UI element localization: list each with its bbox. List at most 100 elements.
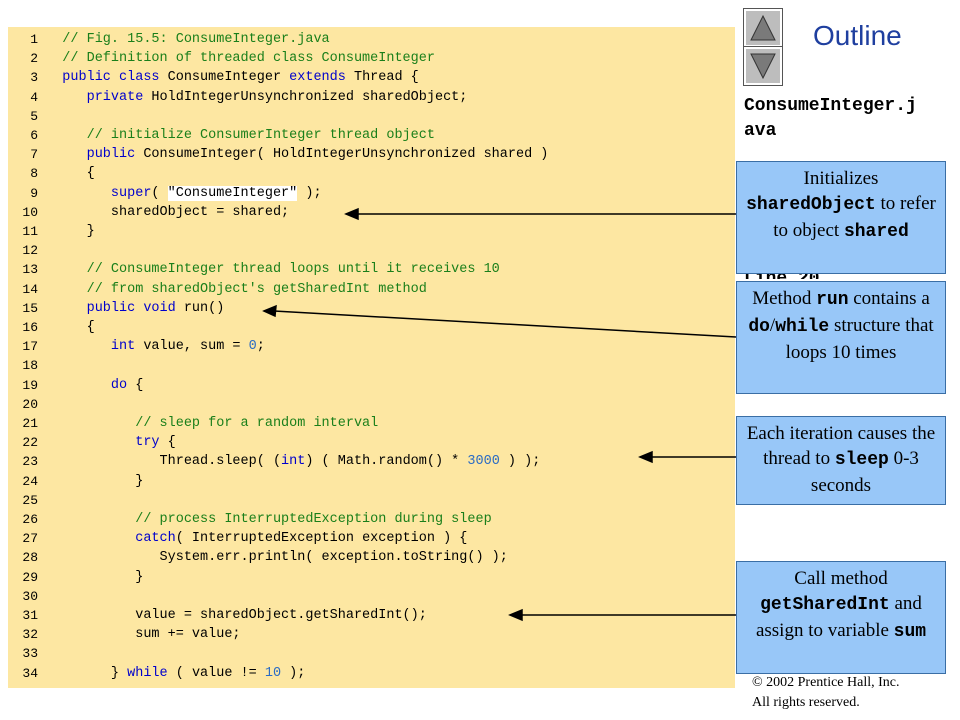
code-token: ConsumeInteger xyxy=(159,70,290,86)
code-token: ; xyxy=(256,339,265,355)
code-text: sharedObject = shared; xyxy=(38,203,289,222)
line-number: 16 xyxy=(22,320,38,335)
copyright-line-2: All rights reserved. xyxy=(752,695,860,710)
line-number: 13 xyxy=(22,262,38,278)
callout-text: structure that loops 10 times xyxy=(785,315,934,363)
callout-text: Each iteration causes the thread to xyxy=(746,423,936,469)
code-text: // Fig. 15.5: ConsumeInteger.java xyxy=(38,30,330,49)
code-text: } xyxy=(38,222,95,241)
code-token: "ConsumeInteger" xyxy=(167,185,298,201)
callout-code-term: while xyxy=(775,317,830,337)
callout-text: Initializes xyxy=(803,168,879,189)
code-text: System.err.println( exception.toString()… xyxy=(38,548,508,567)
code-token: // sleep for a random interval xyxy=(38,416,379,431)
line-number: 33 xyxy=(22,646,38,662)
code-text: { xyxy=(38,318,95,337)
code-token: run() xyxy=(175,300,225,316)
arrow-head-15 xyxy=(262,304,277,318)
triangle-up-icon xyxy=(750,14,776,41)
next-slide-button[interactable] xyxy=(743,46,783,86)
code-text: } xyxy=(38,472,143,491)
code-token: int xyxy=(281,454,306,470)
code-token: 10 xyxy=(264,665,282,681)
triangle-down-icon xyxy=(750,53,776,80)
code-text: public void run() xyxy=(38,299,225,318)
code-text: try { xyxy=(38,433,176,452)
code-token: } xyxy=(38,224,95,239)
code-token: 0 xyxy=(248,339,257,355)
line-number: 21 xyxy=(22,416,38,431)
line-number: 23 xyxy=(22,454,38,470)
line-numbers-label: Line 20 xyxy=(744,269,820,279)
code-text: // process InterruptedException during s… xyxy=(38,510,492,529)
line-number: 20 xyxy=(22,396,38,412)
code-token: private xyxy=(38,89,144,105)
line-number: 28 xyxy=(22,550,38,566)
code-token: ) ( Math.random() * xyxy=(305,454,468,470)
code-token: 3000 xyxy=(467,454,500,470)
code-token: // process InterruptedException during s… xyxy=(38,512,492,527)
callout-text: contains a xyxy=(848,288,930,309)
line-number: 17 xyxy=(22,339,38,355)
code-text: int value, sum = 0; xyxy=(38,337,265,356)
code-text: } xyxy=(38,568,143,587)
code-text: private HoldIntegerUnsynchronized shared… xyxy=(38,88,468,107)
code-text: do { xyxy=(38,376,143,395)
callout-code-term: sleep xyxy=(834,450,889,470)
code-token: do xyxy=(38,377,128,393)
code-token: ) ); xyxy=(499,454,541,470)
line-number: 24 xyxy=(22,473,38,489)
code-token: catch xyxy=(38,531,176,547)
line-number: 25 xyxy=(22,492,38,508)
line-number: 14 xyxy=(22,281,38,297)
line-number: 6 xyxy=(30,128,38,143)
code-text: // from sharedObject's getSharedInt meth… xyxy=(38,280,427,299)
outline-title: Outline xyxy=(813,20,902,51)
callout-text: / xyxy=(769,315,776,336)
arrow-head-31 xyxy=(508,608,523,622)
code-text: public class ConsumeInteger extends Thre… xyxy=(38,68,419,87)
line-number: 11 xyxy=(22,224,38,239)
arrow-head-10 xyxy=(344,207,359,221)
code-token: System.err.println( exception.toString()… xyxy=(38,550,508,566)
callout-text: and assign to variable xyxy=(755,593,922,641)
file-name-line-1: ConsumeInteger.j xyxy=(744,96,917,116)
code-text: // sleep for a random interval xyxy=(38,414,378,433)
line-number: 32 xyxy=(22,627,38,643)
code-token: Thread.sleep( ( xyxy=(38,454,282,470)
code-text: sum += value; xyxy=(38,625,240,644)
arrow-head-23 xyxy=(638,450,653,464)
code-token: } xyxy=(38,665,128,681)
line-number: 18 xyxy=(22,358,38,374)
code-token: // Fig. 15.5: ConsumeInteger.java xyxy=(38,32,330,47)
code-token: // Definition of threaded class ConsumeI… xyxy=(38,51,435,67)
line-number: 8 xyxy=(30,166,38,182)
line-number: 10 xyxy=(22,204,38,220)
code-text: super( "ConsumeInteger" ); xyxy=(38,184,322,203)
code-text: catch( InterruptedException exception ) … xyxy=(38,529,467,548)
line-number: 19 xyxy=(22,377,38,393)
code-token: { xyxy=(127,377,144,393)
code-token: // initialize ConsumerInteger thread obj… xyxy=(38,128,435,143)
line-number: 22 xyxy=(22,435,38,451)
callout-code-term: sum xyxy=(893,622,927,642)
previous-slide-button[interactable] xyxy=(743,8,783,48)
code-token: { xyxy=(38,320,95,335)
line-number: 30 xyxy=(22,588,38,604)
code-token: ( value != xyxy=(167,665,265,681)
callout-code-term: run xyxy=(816,290,849,310)
copyright: © 2002 Prentice Hall, Inc. All rights re… xyxy=(752,673,900,713)
callout-text: Method xyxy=(752,288,817,309)
callout-get-shared-int: Call method getSharedInt and assign to v… xyxy=(736,561,946,674)
code-token: ( InterruptedException exception ) { xyxy=(175,531,468,547)
line-number: 27 xyxy=(22,531,38,547)
callout-code-term: do xyxy=(748,317,770,337)
callout-text: 0-3 seconds xyxy=(810,448,919,496)
code-token: public xyxy=(38,147,136,163)
code-text: } while ( value != 10 ); xyxy=(38,664,305,683)
code-token: { xyxy=(159,435,176,451)
line-number: 15 xyxy=(22,300,38,316)
line-number: 3 xyxy=(30,70,38,86)
arrow-line-15 xyxy=(273,310,737,338)
